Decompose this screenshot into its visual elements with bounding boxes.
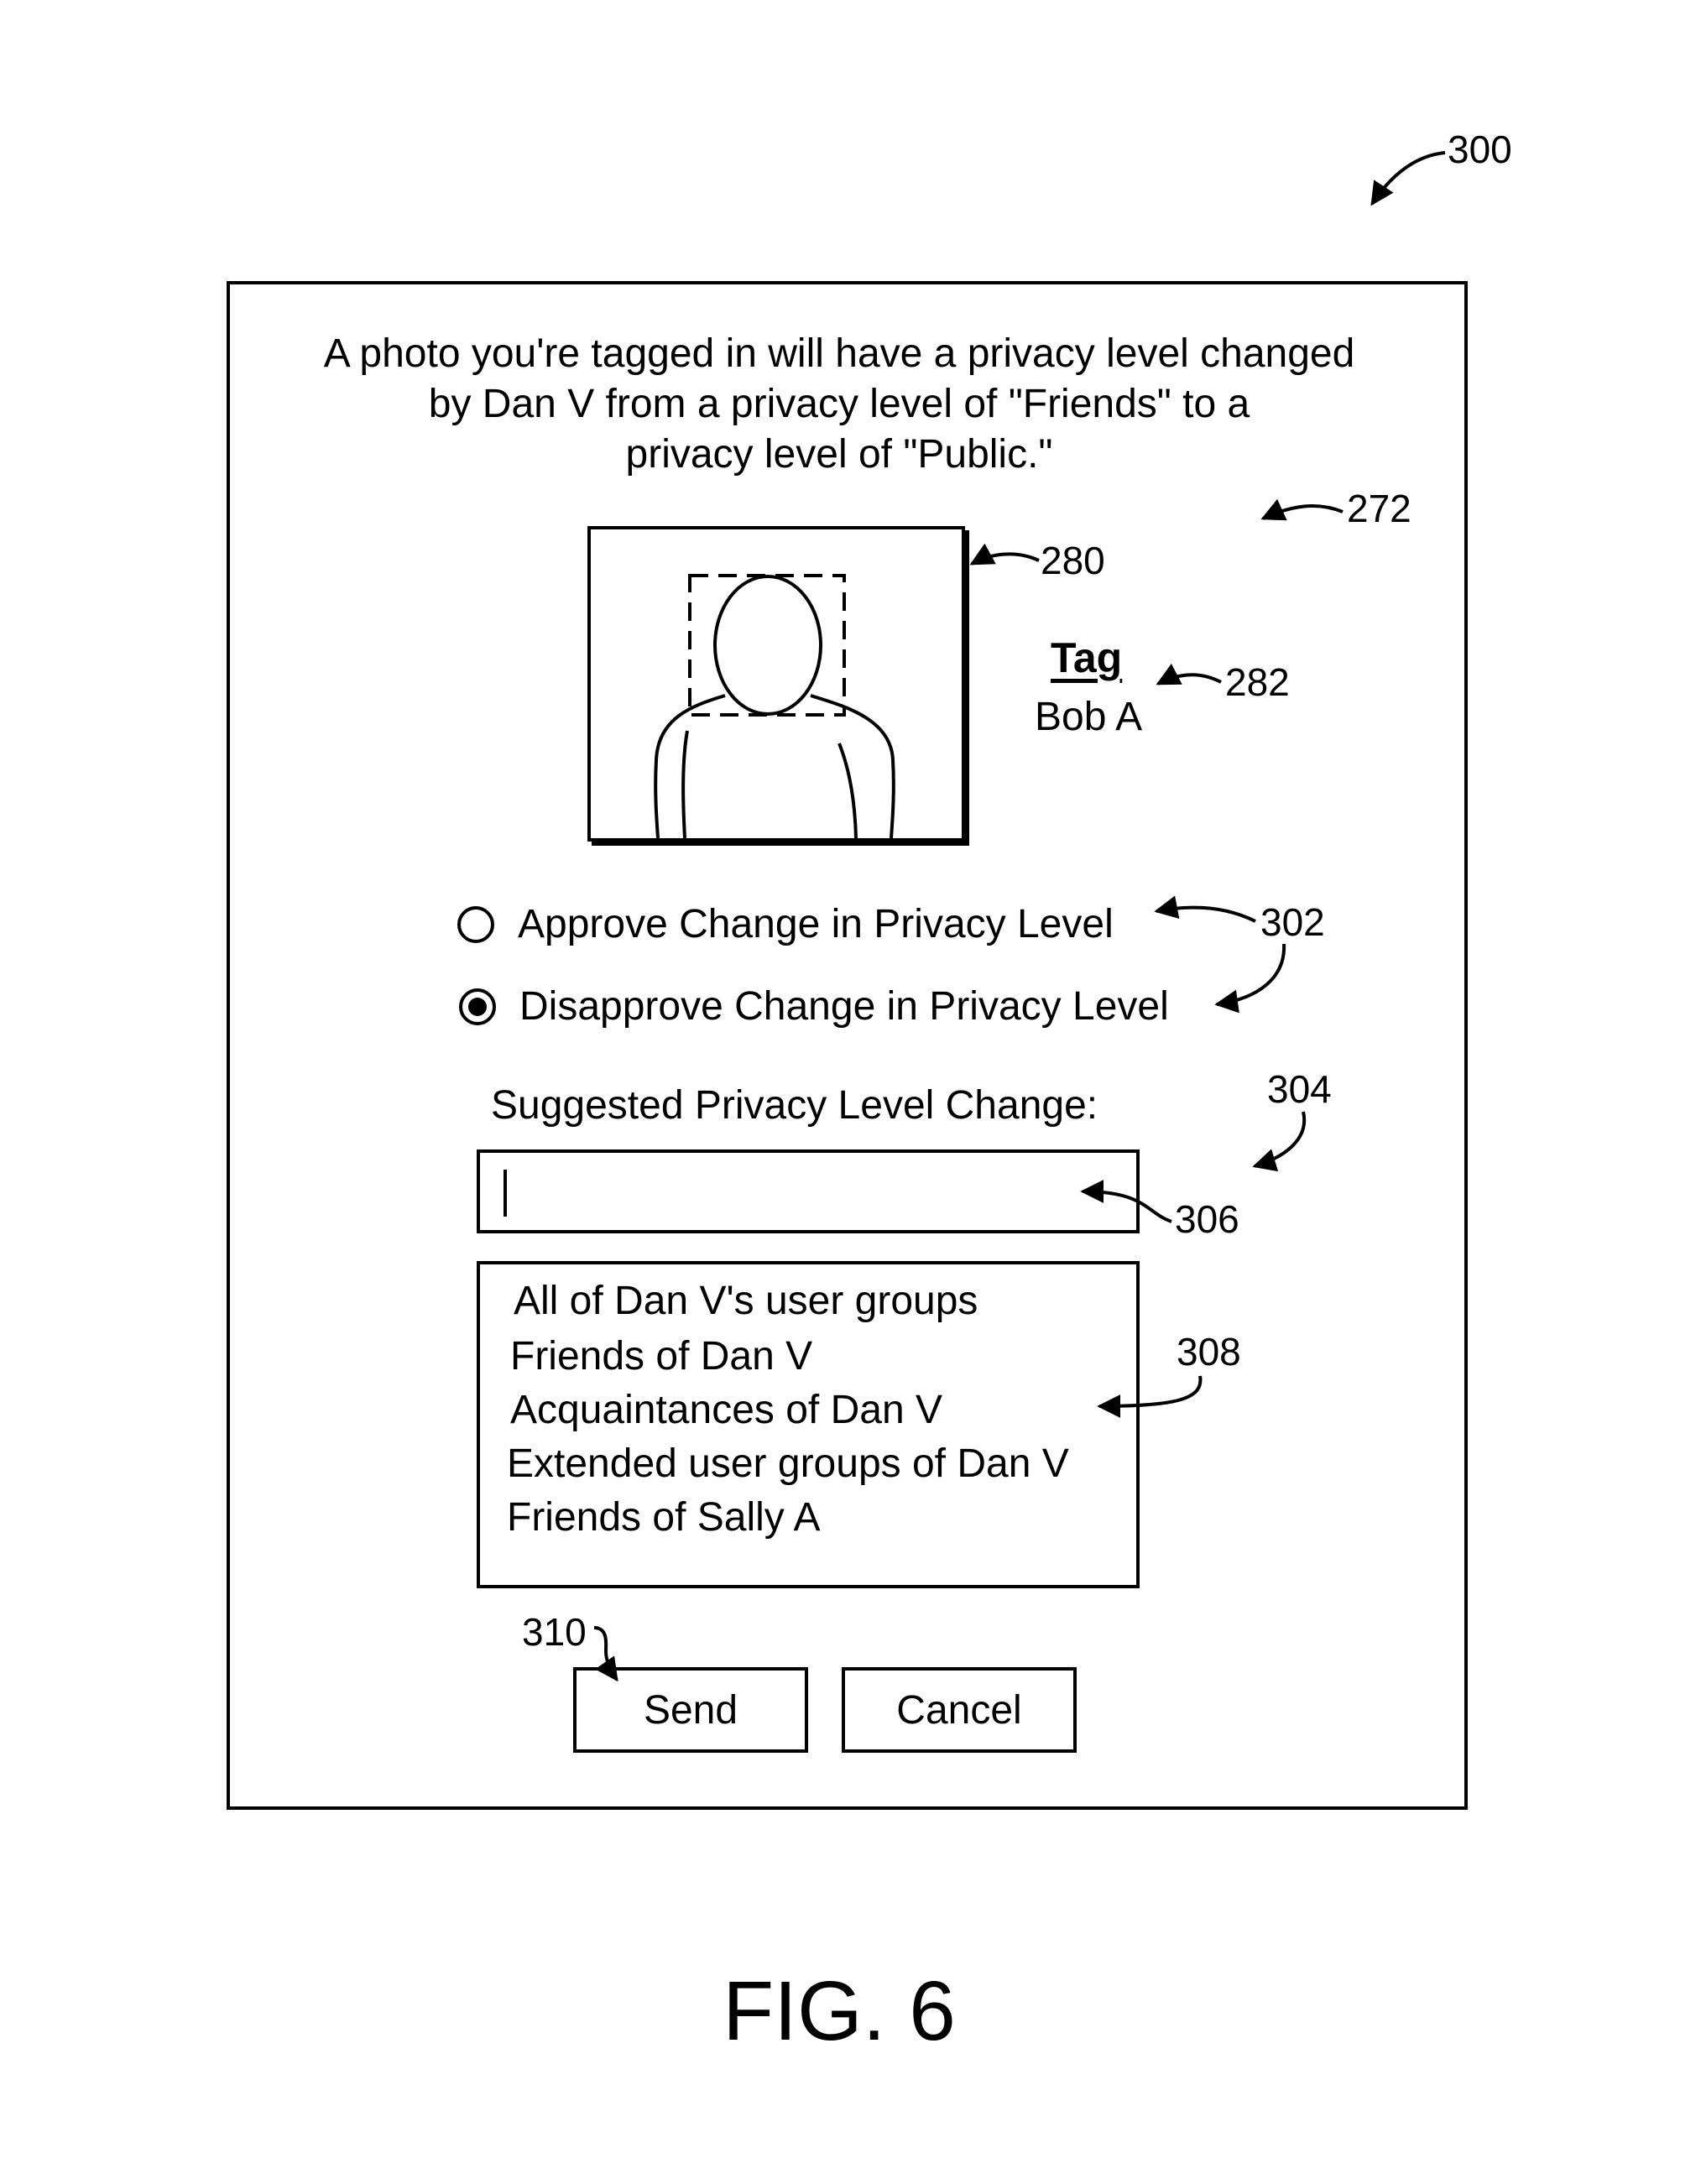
leader-310 [594,1628,617,1680]
leader-308 [1099,1376,1200,1406]
leader-272 [1263,506,1343,519]
leader-304 [1255,1112,1304,1166]
leader-282 [1158,675,1221,684]
leader-306 [1083,1191,1171,1222]
leader-300 [1372,153,1445,204]
leader-280 [972,554,1039,564]
leader-302a [1156,908,1255,921]
leader-302b [1217,944,1284,1004]
